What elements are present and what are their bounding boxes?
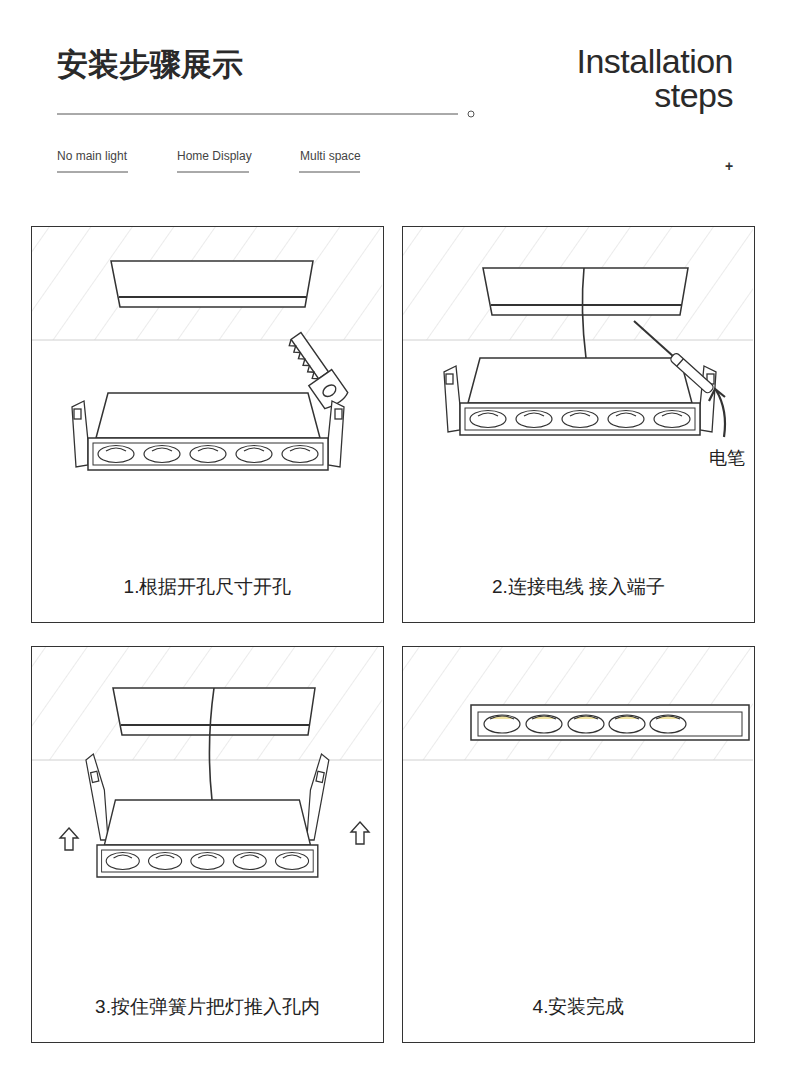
step-caption: 3.按住弹簧片把灯推入孔内	[32, 994, 383, 1020]
step-caption: 1.根据开孔尺寸开孔	[32, 574, 383, 600]
tab-label: No main light	[57, 149, 127, 163]
english-title: Installation steps	[533, 44, 733, 112]
tab-label: Multi space	[300, 149, 361, 163]
step-caption: 4.安装完成	[403, 994, 754, 1020]
tool-label: 电笔	[709, 446, 745, 470]
step-panel: 2.连接电线 接入端子	[402, 226, 755, 623]
step-panel: 3.按住弹簧片把灯推入孔内	[31, 646, 384, 1043]
step-caption: 2.连接电线 接入端子	[403, 574, 754, 600]
step-panel: 1.根据开孔尺寸开孔	[31, 226, 384, 623]
tab-label: Home Display	[177, 149, 252, 163]
plus-mark: +	[725, 158, 733, 174]
step-panel: 4.安装完成	[402, 646, 755, 1043]
page-title: 安装步骤展示	[57, 44, 243, 86]
